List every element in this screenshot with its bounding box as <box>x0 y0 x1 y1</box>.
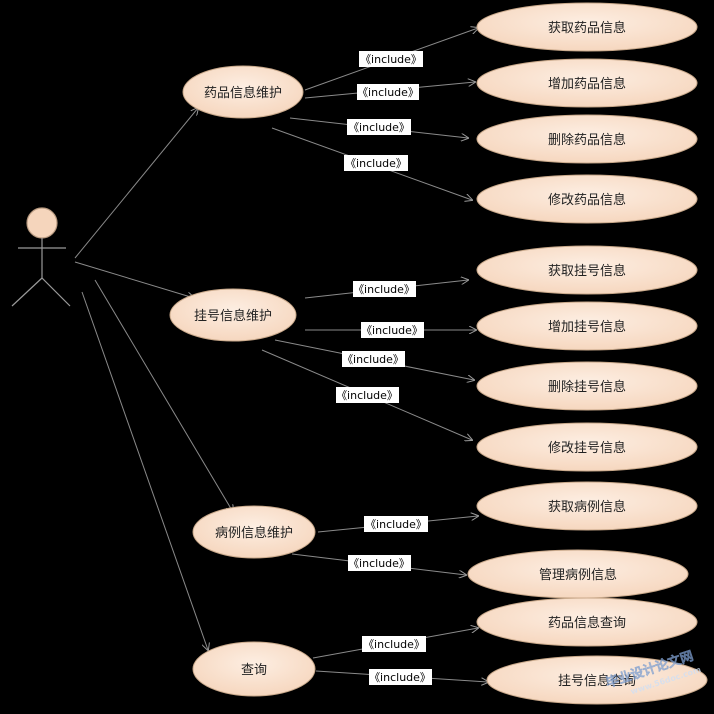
svg-text:《include》: 《include》 <box>336 389 398 402</box>
svg-text:删除挂号信息: 删除挂号信息 <box>548 379 626 395</box>
include-label: 《include》 <box>342 351 405 367</box>
usecase-query-reg: 挂号信息查询 <box>486 655 708 705</box>
include-label: 《include》 <box>369 669 432 685</box>
svg-text:挂号信息维护: 挂号信息维护 <box>194 308 272 324</box>
svg-text:修改挂号信息: 修改挂号信息 <box>548 440 626 456</box>
svg-text:《include》: 《include》 <box>357 86 419 99</box>
svg-text:管理病例信息: 管理病例信息 <box>539 567 617 583</box>
usecase-reg-del: 删除挂号信息 <box>476 361 698 411</box>
usecase-drug-mod: 修改药品信息 <box>476 174 698 224</box>
usecase-case-get: 获取病例信息 <box>476 481 698 531</box>
svg-text:删除药品信息: 删除药品信息 <box>548 132 626 148</box>
svg-text:《include》: 《include》 <box>365 518 427 531</box>
svg-text:《include》: 《include》 <box>348 121 410 134</box>
svg-text:《include》: 《include》 <box>353 283 415 296</box>
svg-text:《include》: 《include》 <box>369 671 431 684</box>
svg-text:《include》: 《include》 <box>363 638 425 651</box>
include-label: 《include》 <box>364 516 428 532</box>
svg-text:增加挂号信息: 增加挂号信息 <box>548 319 626 335</box>
actor-associations <box>74 108 233 650</box>
include-label: 《include》 <box>347 119 411 135</box>
usecase-case-maint: 病例信息维护 <box>192 505 316 559</box>
svg-text:获取挂号信息: 获取挂号信息 <box>548 263 626 279</box>
include-label: 《include》 <box>348 555 411 571</box>
svg-text:挂号信息查询: 挂号信息查询 <box>558 673 636 689</box>
include-label: 《include》 <box>359 51 423 67</box>
assoc-drug-maint <box>74 108 198 259</box>
actor-head <box>26 207 58 239</box>
svg-text:增加药品信息: 增加药品信息 <box>548 76 626 92</box>
usecase-reg-mod: 修改挂号信息 <box>476 422 698 472</box>
usecase-reg-maint: 挂号信息维护 <box>169 288 297 342</box>
svg-text:《include》: 《include》 <box>361 324 423 337</box>
usecase-drug-get: 获取药品信息 <box>476 2 698 52</box>
include-label: 《include》 <box>336 387 399 403</box>
svg-text:药品信息查询: 药品信息查询 <box>548 615 626 631</box>
svg-text:病例信息维护: 病例信息维护 <box>215 525 293 541</box>
usecase-drug-del: 删除药品信息 <box>476 114 698 164</box>
include-labels: 《include》 《include》 《include》 《include》 … <box>336 51 432 685</box>
svg-text:《include》: 《include》 <box>360 53 422 66</box>
usecase-drug-add: 增加药品信息 <box>476 58 698 108</box>
include-label: 《include》 <box>357 84 419 100</box>
assoc-case-maint <box>94 279 233 512</box>
usecase-reg-add: 增加挂号信息 <box>476 301 698 351</box>
svg-text:《include》: 《include》 <box>348 557 410 570</box>
usecase-query: 查询 <box>192 641 316 697</box>
svg-text:获取药品信息: 获取药品信息 <box>548 20 626 36</box>
include-label: 《include》 <box>361 322 424 338</box>
usecase-query-drug: 药品信息查询 <box>476 597 698 647</box>
usecase-reg-get: 获取挂号信息 <box>476 245 698 295</box>
svg-text:修改药品信息: 修改药品信息 <box>548 192 626 208</box>
usecase-case-manage: 管理病例信息 <box>467 549 689 599</box>
include-label: 《include》 <box>353 281 416 297</box>
svg-text:《include》: 《include》 <box>345 157 407 170</box>
svg-text:《include》: 《include》 <box>342 353 404 366</box>
svg-text:获取病例信息: 获取病例信息 <box>548 499 626 515</box>
include-label: 《include》 <box>344 155 408 171</box>
svg-text:查询: 查询 <box>241 663 267 678</box>
assoc-reg-maint <box>74 261 194 298</box>
usecase-drug-maint: 药品信息维护 <box>182 65 304 119</box>
svg-text:药品信息维护: 药品信息维护 <box>204 85 282 101</box>
include-label: 《include》 <box>362 636 426 652</box>
actor-figure <box>11 207 71 307</box>
assoc-query <box>81 291 208 650</box>
